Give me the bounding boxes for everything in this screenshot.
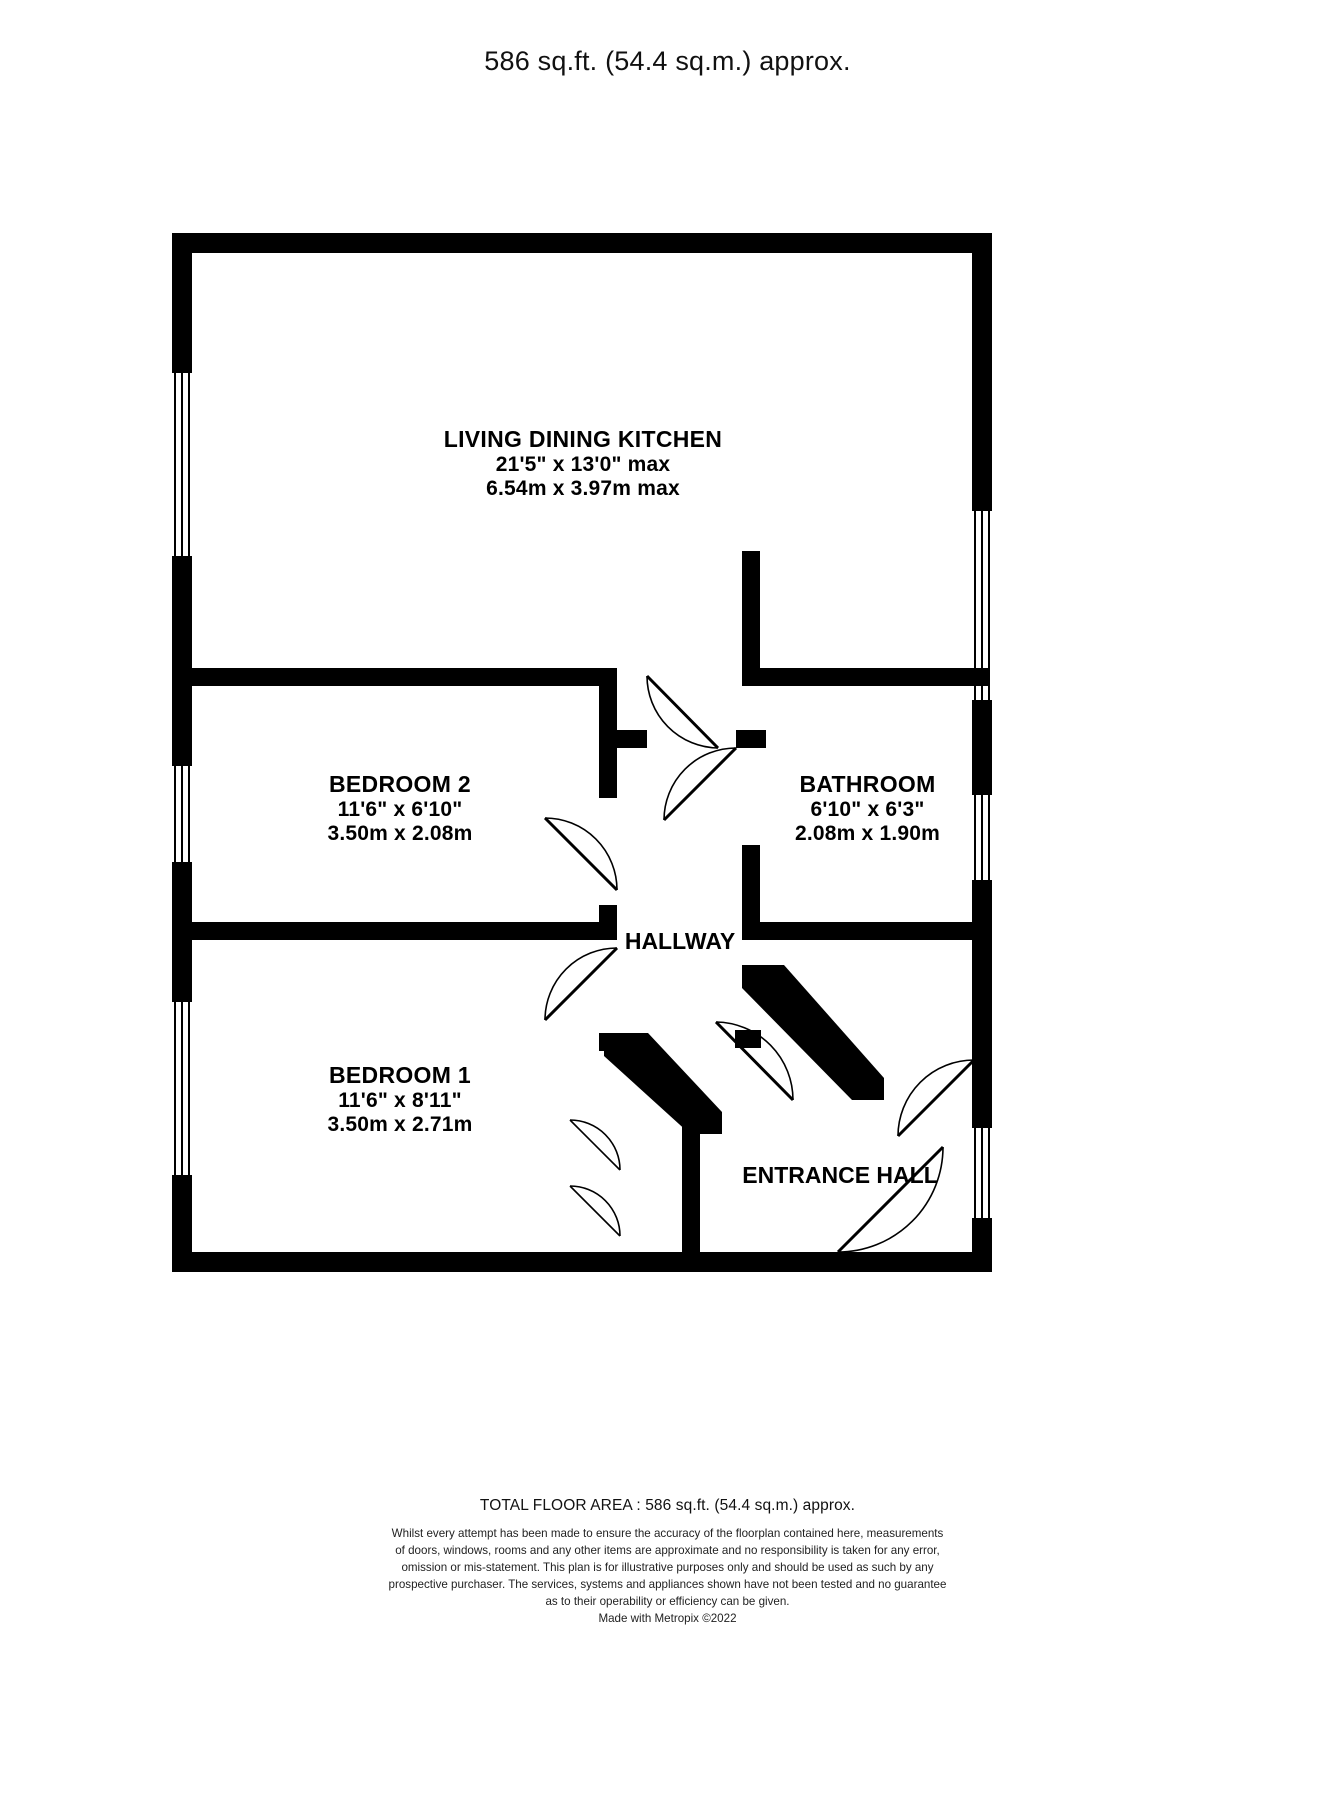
- windows: [174, 373, 990, 1218]
- disclaimer-text: Whilst every attempt has been made to en…: [318, 1525, 1018, 1627]
- room-dimensions-metric: 6.54m x 3.97m max: [486, 477, 680, 501]
- room-name: BATHROOM: [799, 771, 936, 797]
- room-dimensions-metric: 3.50m x 2.08m: [327, 822, 473, 846]
- room-label-hallway: HALLWAY: [624, 928, 736, 954]
- door-swings: [543, 674, 976, 1254]
- interior-walls: [192, 551, 990, 1252]
- room-dimensions-imperial: 21'5" x 13'0" max: [495, 452, 671, 476]
- room-name: LIVING DINING KITCHEN: [443, 426, 723, 452]
- room-label-entrance-hall: ENTRANCE HALL: [742, 1162, 938, 1188]
- page-footer: TOTAL FLOOR AREA : 586 sq.ft. (54.4 sq.m…: [0, 1497, 1335, 1627]
- room-label-bedroom-1: BEDROOM 1 11'6" x 8'11" 3.50m x 2.71m: [240, 1062, 560, 1137]
- disclaimer-line: omission or mis-statement. This plan is …: [401, 1561, 934, 1575]
- room-label-living-dining-kitchen: LIVING DINING KITCHEN 21'5" x 13'0" max …: [358, 426, 808, 501]
- room-dimensions-metric: 2.08m x 1.90m: [794, 822, 941, 846]
- room-dimensions-imperial: 6'10" x 6'3": [810, 797, 925, 821]
- disclaimer-line: Whilst every attempt has been made to en…: [391, 1527, 944, 1540]
- room-dimensions-imperial: 11'6" x 6'10": [337, 797, 463, 821]
- room-name: BEDROOM 1: [329, 1062, 471, 1088]
- page-title: 586 sq.ft. (54.4 sq.m.) approx.: [484, 46, 851, 76]
- made-with-credit: Made with Metropix ©2022: [598, 1612, 737, 1626]
- room-dimensions-metric: 3.50m x 2.71m: [327, 1113, 473, 1137]
- room-label-bathroom: BATHROOM 6'10" x 6'3" 2.08m x 1.90m: [700, 771, 1035, 846]
- room-dimensions-imperial: 11'6" x 8'11": [338, 1088, 462, 1112]
- disclaimer-line: prospective purchaser. The services, sys…: [388, 1578, 947, 1592]
- page-header: 586 sq.ft. (54.4 sq.m.) approx.: [0, 46, 1335, 77]
- disclaimer-line: of doors, windows, rooms and any other i…: [395, 1544, 940, 1558]
- disclaimer-line: as to their operability or efficiency ca…: [545, 1595, 790, 1609]
- total-floor-area: TOTAL FLOOR AREA : 586 sq.ft. (54.4 sq.m…: [479, 1497, 856, 1514]
- room-name: BEDROOM 2: [329, 771, 471, 797]
- exterior-walls: [172, 233, 992, 1272]
- room-label-bedroom-2: BEDROOM 2 11'6" x 6'10" 3.50m x 2.08m: [240, 771, 560, 846]
- door-jambs: [735, 1030, 761, 1048]
